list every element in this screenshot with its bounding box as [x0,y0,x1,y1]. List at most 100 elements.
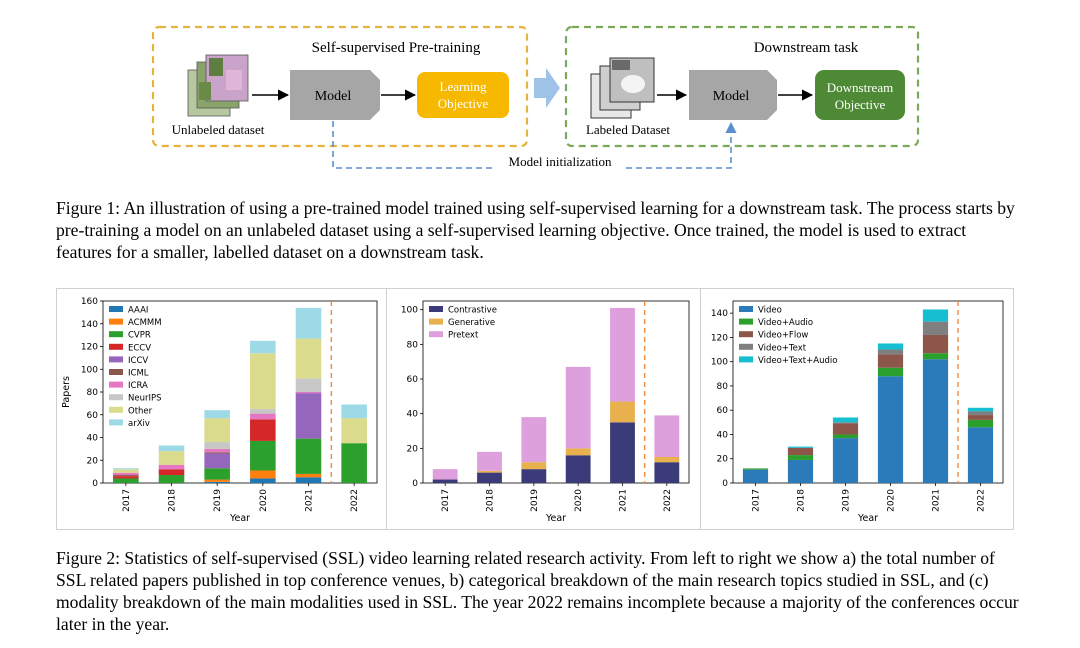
x-tick-label: 2019 [213,489,223,512]
bar-contrastive-2019 [521,469,547,483]
bar-video-audio-2017 [742,468,769,470]
bar-pretext-2018 [477,451,502,471]
bar-other-2021 [295,338,322,379]
x-tick-label: 2018 [486,489,496,512]
y-tick-label: 100 [711,358,728,368]
bar-video-text-2020 [877,349,904,355]
bar-icra-2021 [295,392,322,394]
legend-swatch [109,343,123,350]
x-tick-label: 2020 [259,489,269,512]
downstream-objective-line-2: Objective [835,97,886,112]
bar-video-flow-2020 [877,354,904,368]
y-tick-label: 40 [407,410,419,420]
legend-swatch [109,356,123,363]
x-tick-label: 2019 [842,489,852,512]
bar-other-2022 [341,418,367,444]
y-tick-label: 100 [401,306,418,316]
x-tick-label: 2022 [663,489,673,512]
bar-arxiv-2021 [295,307,322,339]
y-tick-label: 140 [711,309,728,319]
bar-video-text-2022 [967,411,994,416]
bar-video-2018 [787,459,814,483]
y-tick-label: 0 [412,479,418,489]
legend-label: CVPR [128,331,151,341]
bar-icra-2019 [204,448,230,453]
legend-label: arXiv [128,419,150,429]
bar-video-text-audio-2018 [787,446,814,448]
bar-other-2020 [250,353,276,410]
plot-frame [422,300,690,484]
unlabeled-dataset-label: Unlabeled dataset [172,122,265,137]
bar-acmmm-2019 [204,479,230,482]
bar-generative-2022 [654,457,680,463]
bar-icml-2017 [113,475,139,477]
bar-video-flow-2018 [787,447,814,456]
x-axis-label: Year [545,513,566,524]
bar-video-text-2019 [832,422,859,424]
downstream-objective-line-1: Downstream [827,80,893,95]
bar-contrastive-2021 [610,422,635,483]
y-tick-label: 140 [81,320,98,330]
x-tick-label: 2018 [168,489,178,512]
legend-label: ICCV [128,356,148,366]
figure-2-caption-text: Figure 2: Statistics of self-supervised … [56,548,1019,634]
bar-contrastive-2020 [565,455,591,483]
y-tick-label: 20 [717,455,729,465]
bar-neurips-2019 [204,442,230,449]
pretraining-region [151,25,529,148]
legend-label: ICML [128,369,149,379]
bar-other-2017 [113,469,139,473]
legend-swatch [109,381,123,388]
x-tick-label: 2019 [530,489,540,512]
x-tick-label: 2021 [305,489,315,512]
legend-swatch [739,356,753,363]
bar-video-audio-2022 [967,419,994,428]
model-box-downstream [689,70,777,120]
y-tick-label: 80 [87,388,99,398]
bar-video-2022 [967,427,994,483]
bar-generative-2021 [610,401,635,423]
transfer-arrow [534,68,560,108]
bar-contrastive-2018 [477,472,502,483]
x-tick-label: 2021 [619,489,629,512]
bar-arxiv-2017 [113,468,139,470]
bar-other-2018 [158,451,185,465]
y-tick-label: 100 [81,365,98,375]
legend-label: NeurIPS [128,394,162,404]
bar-icml-2019 [204,452,230,454]
bar-video-2021 [922,359,949,483]
figure-2-caption: Figure 2: Statistics of self-supervised … [56,547,1026,635]
x-tick-label: 2022 [350,489,360,512]
figure-1-diagram: Self-supervised Pre-training Downstream … [151,25,920,169]
legend-label: Contrastive [448,306,497,316]
labeled-dataset-label: Labeled Dataset [586,122,670,137]
plot-frame [732,300,1004,484]
legend-swatch [109,306,123,312]
bar-contrastive-2022 [654,462,680,483]
y-tick-label: 120 [711,333,728,343]
bar-video-audio-2018 [787,455,814,460]
legend-swatch [109,419,123,426]
plot-frame [102,300,378,484]
bar-video-text-2021 [922,321,949,335]
y-tick-label: 20 [407,444,419,454]
bar-icra-2020 [250,413,276,420]
legend-label: Video [758,306,782,316]
bar-video-text-audio-2022 [967,407,994,412]
y-tick-label: 40 [717,430,729,440]
bar-acmmm-2021 [295,473,322,478]
bar-acmmm-2020 [250,470,276,479]
y-tick-label: 0 [92,479,98,489]
bar-neurips-2020 [250,409,276,414]
legend-swatch [739,331,753,338]
y-tick-label: 60 [717,406,729,416]
bar-cvpr-2020 [250,440,276,471]
unlabeled-dataset-images [187,54,249,117]
pretraining-title: Self-supervised Pre-training [312,40,481,56]
bar-generative-2018 [477,470,502,473]
bar-video-text-audio-2020 [877,343,904,350]
bar-pretext-2017 [432,469,458,480]
legend-swatch [739,306,753,312]
